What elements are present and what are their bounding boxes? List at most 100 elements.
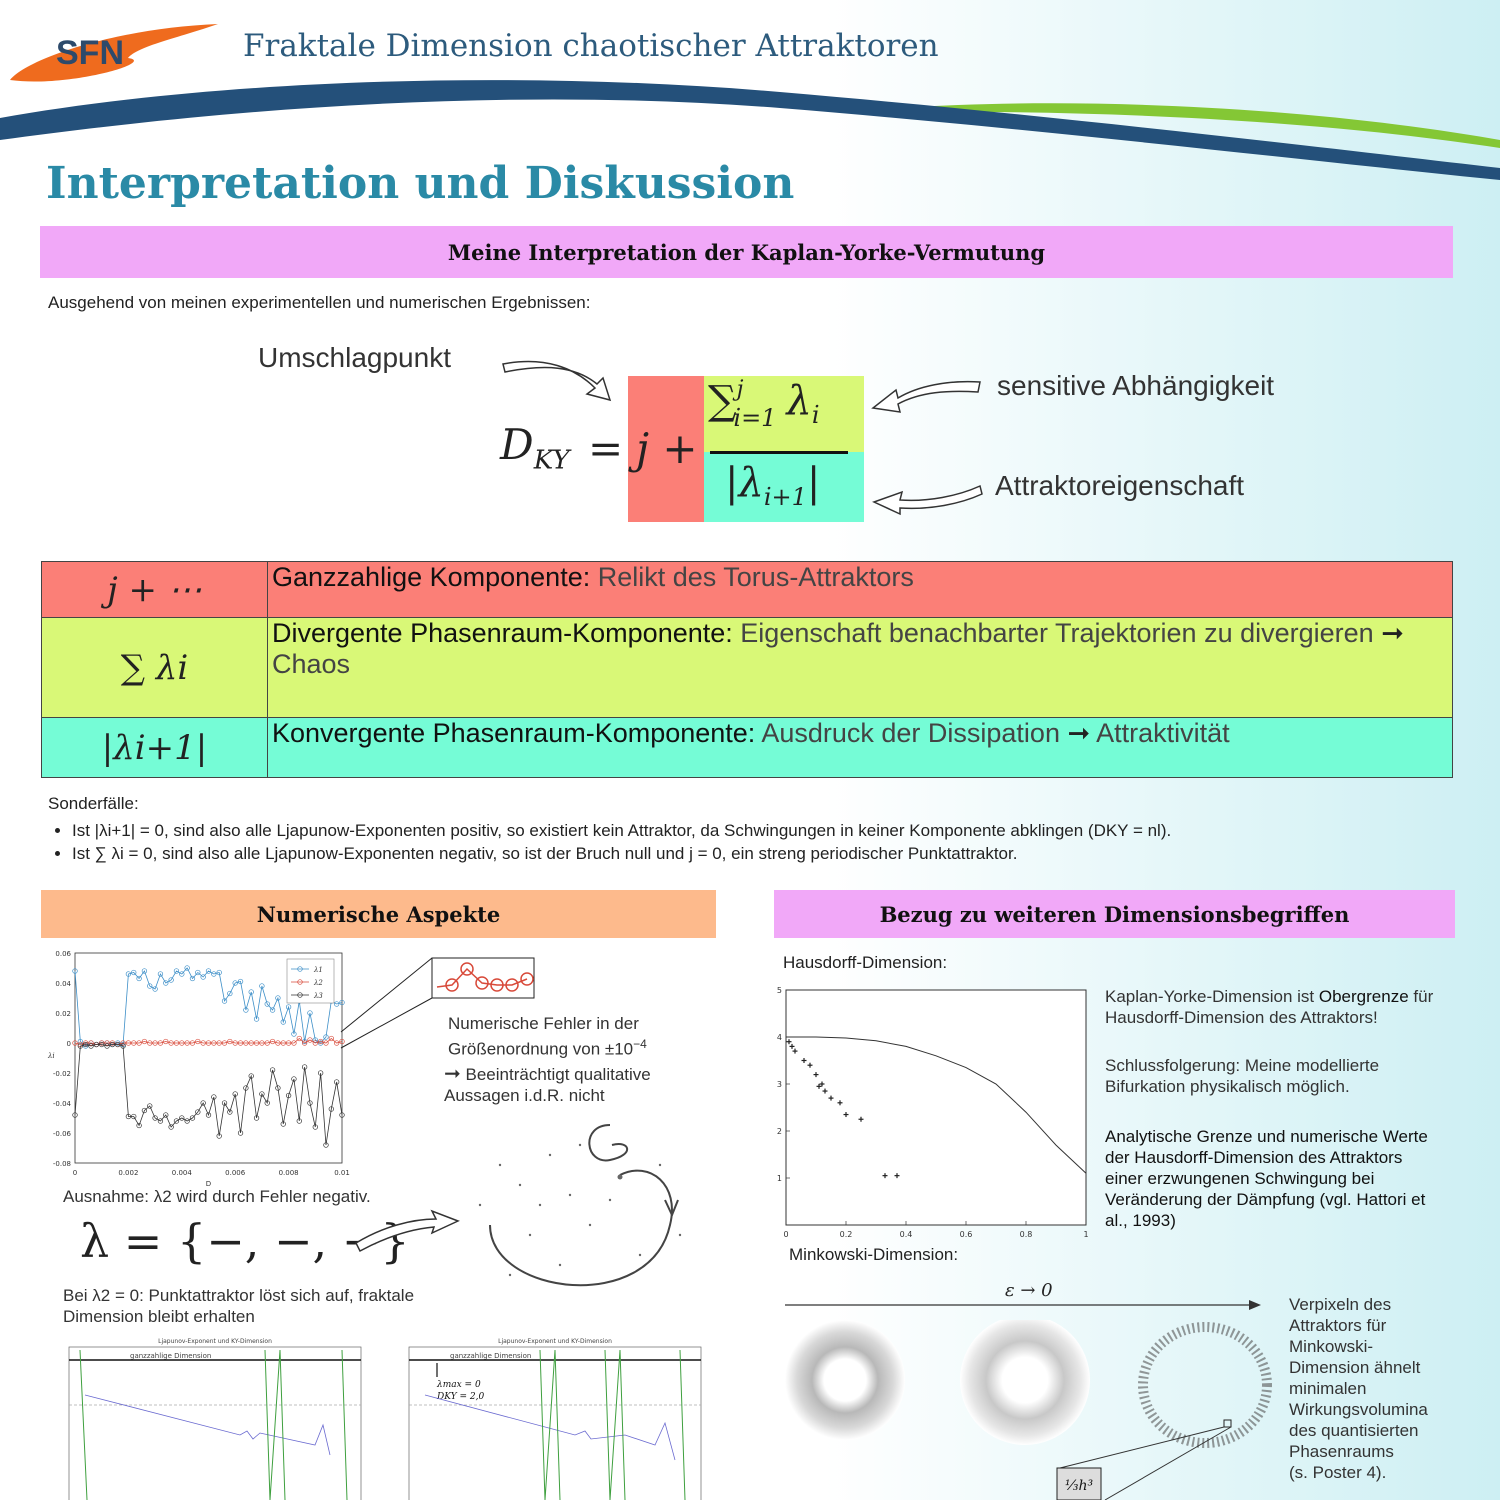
x-tick-label: 0.01 [334, 1169, 350, 1177]
data-point [147, 983, 153, 989]
y-tick-label: 1 [777, 1174, 782, 1183]
data-point [882, 1173, 888, 1179]
formula-fraction-bar [710, 451, 848, 454]
legend-marker [297, 992, 303, 998]
data-point [269, 1007, 276, 1013]
data-point [136, 975, 142, 982]
component-symbol: |λi+1| [41, 717, 268, 778]
data-point [152, 1040, 158, 1046]
data-point [115, 1040, 121, 1046]
data-point [136, 1040, 142, 1046]
punkt-text: Bei λ2 = 0: Punktattraktor löst sich auf… [63, 1286, 415, 1326]
x-tick-label: 0.008 [279, 1169, 299, 1177]
interpretation-band: Meine Interpretation der Kaplan-Yorke-Ve… [40, 226, 1453, 278]
plot-area [785, 989, 1087, 1226]
data-point [93, 1041, 100, 1048]
formula-denominator-box [704, 452, 864, 522]
data-point [99, 1041, 105, 1048]
data-point [285, 1004, 292, 1010]
svg-text:ganzzahlige Dimension: ganzzahlige Dimension [450, 1352, 531, 1360]
x-tick-label: 0 [783, 1230, 788, 1239]
x-tick-label: 0.6 [960, 1230, 973, 1239]
x-tick-label: 0.006 [225, 1169, 246, 1177]
attractor-sketch [478, 1124, 682, 1287]
data-point [275, 1040, 281, 1046]
component-symbol: j + ⋯ [41, 561, 268, 618]
data-point [227, 1109, 233, 1115]
data-point [173, 968, 180, 974]
data-point [275, 995, 281, 1001]
y-tick-label: -0.06 [53, 1130, 72, 1138]
section-title: Interpretation und Diskussion [46, 158, 795, 209]
analytisch-text: Analytische Grenze und numerische Werte … [1105, 1127, 1428, 1230]
data-point [243, 1040, 249, 1046]
data-point [152, 986, 158, 992]
data-point [120, 1040, 126, 1046]
y-tick-label: 0.02 [55, 1010, 71, 1018]
label-umschlagpunkt: Umschlagpunkt [258, 342, 451, 373]
data-point [141, 1038, 148, 1045]
sonderfaelle-heading: Sonderfälle: [48, 794, 139, 813]
data-point [205, 968, 212, 974]
data-point [109, 1040, 116, 1046]
poster-title: Fraktale Dimension chaotischer Attraktor… [243, 28, 939, 64]
x-tick-label: 0.002 [118, 1169, 138, 1177]
data-point [312, 1040, 318, 1046]
components-table: j + ⋯ Ganzzahlige Komponente: Relikt des… [41, 561, 1453, 778]
data-point [120, 1043, 126, 1049]
x-tick-label: 0.8 [1020, 1230, 1033, 1239]
label-sensitive: sensitive Abhängigkeit [997, 370, 1275, 401]
data-point [312, 1037, 318, 1043]
series-line-3 [74, 1044, 343, 1146]
sonderfall-item: Ist ∑ λi = 0, sind also alle Ljapunow-Ex… [72, 844, 1468, 864]
data-point [157, 971, 164, 977]
data-point [307, 1010, 313, 1016]
data-point [339, 1038, 345, 1045]
data-point [184, 1118, 190, 1124]
data-point [334, 1079, 340, 1085]
data-point [83, 1043, 89, 1049]
data-point [211, 1094, 217, 1100]
data-point [323, 1040, 329, 1046]
data-point [72, 968, 78, 974]
data-point [227, 1038, 233, 1045]
x-tick-label: 0.4 [900, 1230, 913, 1239]
data-point [195, 1109, 201, 1115]
ausnahme-text: Ausnahme: λ2 wird durch Fehler negativ. [63, 1187, 371, 1206]
data-point [248, 989, 254, 995]
data-point [163, 1112, 169, 1118]
y-tick-label: 0 [67, 1040, 71, 1048]
lambda-set: λ = {−, −, −} [80, 1214, 410, 1268]
data-point [232, 1040, 238, 1046]
y-tick-label: 0.04 [55, 980, 71, 988]
numerisch-band-title: Numerische Aspekte [256, 901, 501, 927]
arrow-right-icon: ➞ [1067, 718, 1091, 748]
data-point [296, 1035, 302, 1042]
data-point [141, 1107, 148, 1114]
data-point [189, 1115, 196, 1121]
label-attraktor: Attraktoreigenschaft [995, 470, 1245, 501]
data-point [822, 1088, 828, 1094]
x-tick-label: 0 [73, 1169, 77, 1177]
data-point [259, 1091, 265, 1097]
data-point [328, 1106, 334, 1112]
data-point [280, 1040, 286, 1046]
component-row-divergent: ∑ λi Divergente Phasenraum-Komponente: E… [41, 617, 1453, 718]
data-point [323, 1034, 329, 1040]
sfn-logo: SFN [10, 24, 218, 82]
data-point [147, 1103, 153, 1109]
data-point [216, 1040, 222, 1046]
hausdorff-label: Hausdorff-Dimension: [783, 953, 948, 972]
data-point [125, 1040, 132, 1046]
data-point [837, 1100, 843, 1106]
component-description: Ganzzahlige Komponente: Relikt des Torus… [267, 561, 1453, 618]
data-point [104, 1043, 110, 1049]
data-point [157, 1040, 164, 1046]
svg-text:Ljapunov-Exponent und KY-Dimen: Ljapunov-Exponent und KY-Dimension [498, 1338, 612, 1345]
y-tick-label: -0.02 [53, 1070, 71, 1078]
arrow-sensitive-icon [871, 380, 981, 413]
data-point [291, 1031, 297, 1037]
data-point [264, 1001, 270, 1007]
